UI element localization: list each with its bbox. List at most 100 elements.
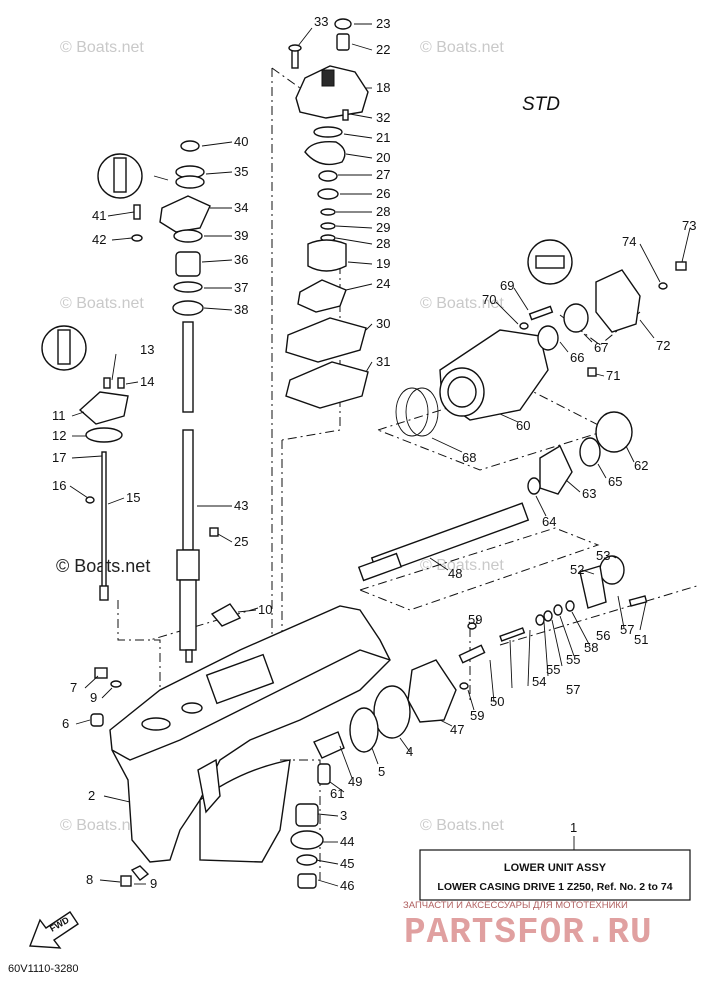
callout-17: 17: [52, 450, 66, 465]
watermark: © Boats.net: [60, 817, 144, 834]
callout-18: 18: [376, 80, 390, 95]
callout-28: 28: [376, 236, 390, 251]
callout-72: 72: [656, 338, 670, 353]
callout-29: 29: [376, 220, 390, 235]
callout-68: 68: [462, 450, 476, 465]
callout-23: 23: [376, 16, 390, 31]
drive-shaft-parts: [131, 140, 242, 663]
callout-69: 69: [500, 278, 514, 293]
callout-74: 74: [622, 234, 636, 249]
watermark-group: © Boats.net © Boats.net © Boats.net © Bo…: [56, 39, 504, 834]
propeller-shaft-parts: [349, 239, 687, 753]
callout-31: 31: [376, 354, 390, 369]
callout-12: 12: [52, 428, 66, 443]
callout-44: 44: [340, 834, 354, 849]
callout-9: 9: [90, 690, 97, 705]
brand-name: PARTSFOR.RU: [404, 912, 653, 953]
callout-66: 66: [570, 350, 584, 365]
leader-lines: [69, 23, 691, 887]
callout-57: 57: [620, 622, 634, 637]
callout-22: 22: [376, 42, 390, 57]
callout-2: 2: [88, 788, 95, 803]
std-label: STD: [522, 94, 560, 115]
callout-38: 38: [234, 302, 248, 317]
callout-65: 65: [608, 474, 622, 489]
lower-casing: [90, 605, 391, 887]
callout-32: 32: [376, 110, 390, 125]
callout-61: 61: [330, 786, 344, 801]
callout-56: 56: [596, 628, 610, 643]
watermark: © Boats.net: [420, 817, 504, 834]
callout-53: 53: [596, 548, 610, 563]
pinion-parts: [290, 731, 345, 889]
callout-39: 39: [234, 228, 248, 243]
assembly-ref-number: 1: [570, 820, 577, 835]
assembly-subtitle: LOWER CASING DRIVE 1 Z250, Ref. No. 2 to…: [437, 881, 672, 893]
callout-19: 19: [376, 256, 390, 271]
callout-60: 60: [516, 418, 530, 433]
callout-51: 51: [634, 632, 648, 647]
callout-10: 10: [258, 602, 272, 617]
callout-52: 52: [570, 562, 584, 577]
callout-3: 3: [340, 808, 347, 823]
callout-64: 64: [542, 514, 556, 529]
callout-8: 8: [86, 872, 93, 887]
callout-43: 43: [234, 498, 248, 513]
callout-62: 62: [634, 458, 648, 473]
callout-41: 41: [92, 208, 106, 223]
callout-49: 49: [348, 774, 362, 789]
callout-48: 48: [448, 566, 462, 581]
callout-15: 15: [126, 490, 140, 505]
brand-tagline: ЗАПЧАСТИ И АКСЕССУАРЫ ДЛЯ МОТОТЕХНИКИ: [403, 900, 628, 911]
callout-47: 47: [450, 722, 464, 737]
callout-14: 14: [140, 374, 154, 389]
watermark: © Boats.net: [420, 295, 504, 312]
callout-59: 59: [468, 612, 482, 627]
callout-35: 35: [234, 164, 248, 179]
callout-40: 40: [234, 134, 248, 149]
callout-26: 26: [376, 186, 390, 201]
callout-73: 73: [682, 218, 696, 233]
watermark: © Boats.net: [420, 557, 504, 574]
callout-20: 20: [376, 150, 390, 165]
callout-27: 27: [376, 167, 390, 182]
callout-4: 4: [406, 744, 413, 759]
callout-9: 9: [150, 876, 157, 891]
callout-55: 55: [546, 662, 560, 677]
callout-42: 42: [92, 232, 106, 247]
callout-45: 45: [340, 856, 354, 871]
callout-11: 11: [52, 408, 66, 423]
callout-59: 59: [470, 708, 484, 723]
callout-67: 67: [594, 340, 608, 355]
callout-33: 33: [314, 14, 328, 29]
callout-37: 37: [234, 280, 248, 295]
brand-logo: ЗАПЧАСТИ И АКСЕССУАРЫ ДЛЯ МОТОТЕХНИКИ PA…: [403, 900, 653, 953]
watermark: © Boats.net: [60, 295, 144, 312]
callout-50: 50: [490, 694, 504, 709]
water-pump-parts: [285, 18, 369, 409]
callout-54: 54: [532, 674, 546, 689]
callout-24: 24: [376, 276, 390, 291]
callout-58: 58: [584, 640, 598, 655]
callout-71: 71: [606, 368, 620, 383]
callout-57: 57: [566, 682, 580, 697]
fwd-arrow-icon: FWD: [29, 911, 79, 949]
watermark: © Boats.net: [60, 39, 144, 56]
callout-30: 30: [376, 316, 390, 331]
shift-rod-parts: [41, 153, 143, 601]
callout-5: 5: [378, 764, 385, 779]
callout-16: 16: [52, 478, 66, 493]
callout-13: 13: [140, 342, 154, 357]
callout-28: 28: [376, 204, 390, 219]
callout-25: 25: [234, 534, 248, 549]
callout-36: 36: [234, 252, 248, 267]
callout-46: 46: [340, 878, 354, 893]
callout-70: 70: [482, 292, 496, 307]
callout-21: 21: [376, 130, 390, 145]
callout-34: 34: [234, 200, 248, 215]
callout-55: 55: [566, 652, 580, 667]
assembly-box: 1 LOWER UNIT ASSY LOWER CASING DRIVE 1 Z…: [419, 820, 691, 901]
callout-63: 63: [582, 486, 596, 501]
assembly-title: LOWER UNIT ASSY: [504, 862, 607, 874]
watermark: © Boats.net: [420, 39, 504, 56]
